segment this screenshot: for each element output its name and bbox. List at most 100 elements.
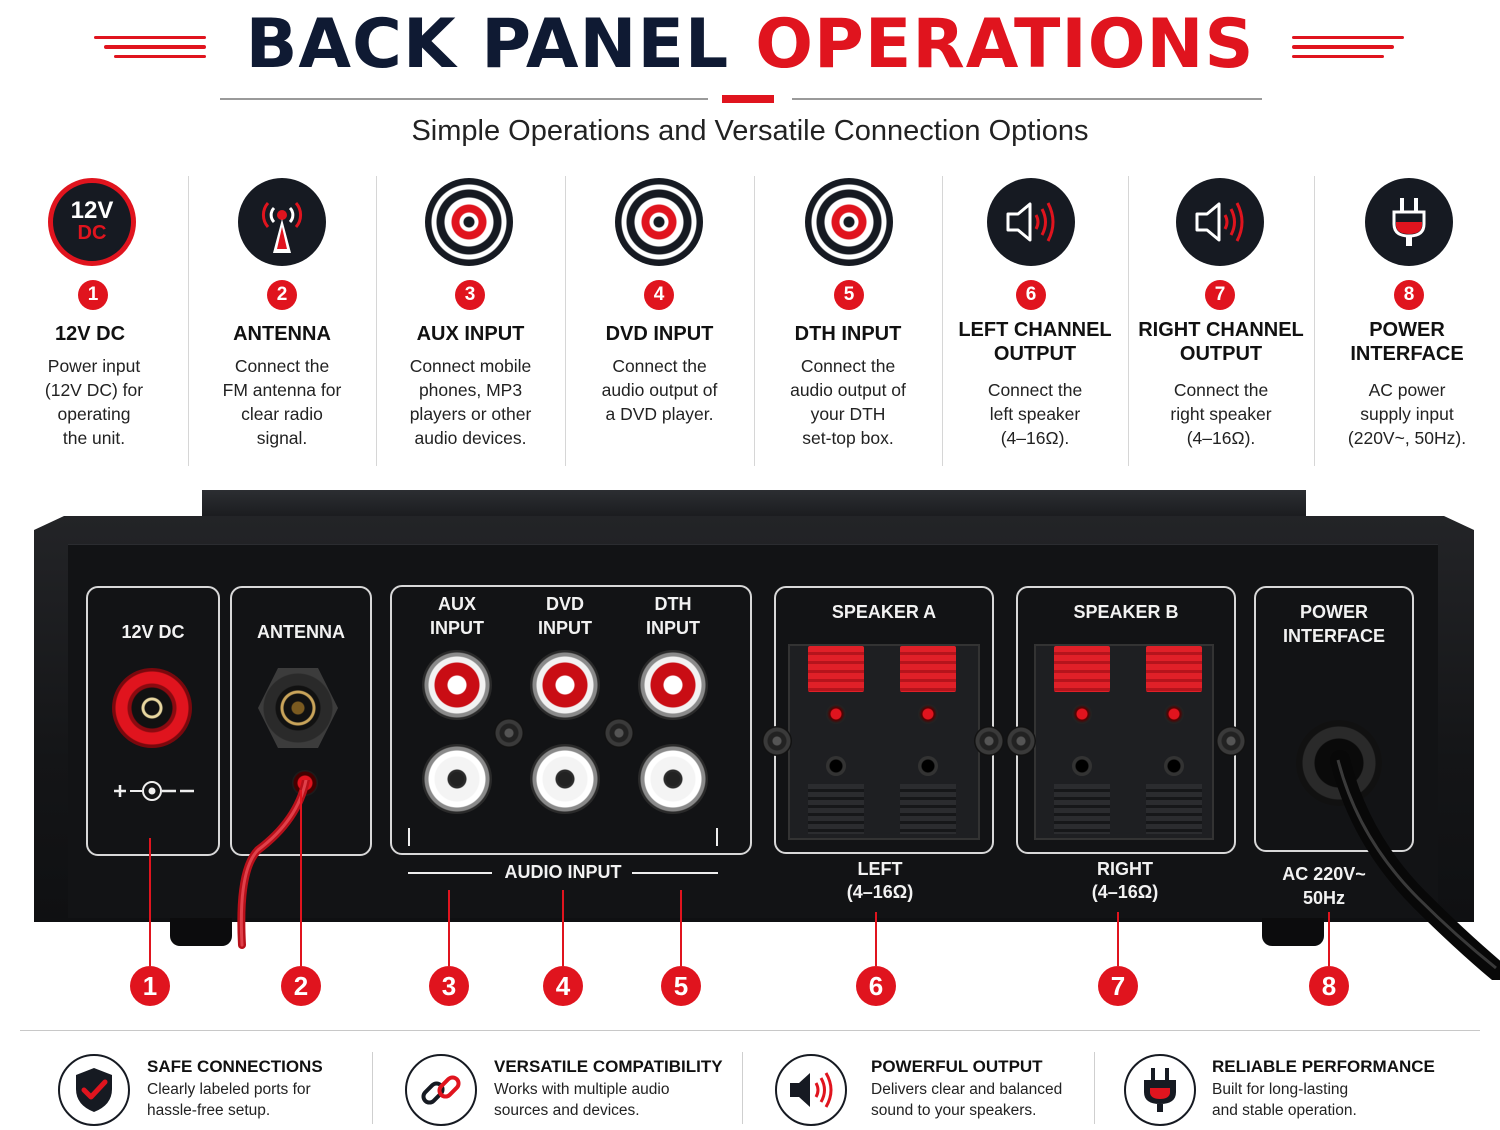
aux-rca-jack-white[interactable]: [422, 744, 492, 814]
speaker-a-clip-black[interactable]: [900, 784, 956, 834]
speaker-a-hole-red: [826, 704, 846, 724]
title-rule-right: [792, 98, 1262, 100]
feature-number: 2: [267, 280, 297, 310]
callout-number: 8: [1309, 966, 1349, 1006]
speaker-a-hole-red: [918, 704, 938, 724]
device-foot: [1262, 918, 1324, 946]
antenna-jack[interactable]: [258, 668, 338, 748]
speaker-a-hole-black: [826, 756, 846, 776]
icon-text: DC: [77, 222, 107, 244]
panel-screw: [494, 718, 524, 748]
footer-rule: [20, 1030, 1480, 1031]
speaker-a-clip-red[interactable]: [900, 646, 956, 692]
right-speaker-label: RIGHT(4–16Ω): [1091, 859, 1159, 902]
speaker-b-clip-black[interactable]: [1146, 784, 1202, 834]
feature-number: 8: [1394, 280, 1424, 310]
panel-screw: [1216, 726, 1246, 756]
link-icon: [405, 1054, 477, 1126]
page-subtitle: Simple Operations and Versatile Connecti…: [411, 115, 1089, 147]
decor-stripe: [1292, 55, 1384, 58]
title-rule-left: [220, 98, 708, 100]
speaker-a-label: SPEAKER A: [831, 602, 937, 622]
feature-number: 1: [78, 280, 108, 310]
callout-leader: [300, 790, 302, 966]
callout-number: 5: [661, 966, 701, 1006]
feature-title: AUX INPUT: [416, 323, 525, 345]
speaker-a-clip-red[interactable]: [808, 646, 864, 692]
column-divider: [376, 176, 377, 466]
left-speaker-label: LEFT(4–16Ω): [846, 859, 914, 902]
antenna-port-label: ANTENNA: [257, 622, 345, 642]
speaker-b-hole-black: [1164, 756, 1184, 776]
rca-jack-icon: [425, 178, 513, 266]
power-plug-icon: [1124, 1054, 1196, 1126]
title-part-2: OPERATIONS: [755, 5, 1255, 84]
power-interface-panel: [1254, 586, 1414, 852]
dc-port-label: 12V DC: [121, 622, 185, 642]
antenna-icon: [238, 178, 326, 266]
audio-input-panel: [390, 585, 752, 855]
column-divider: [942, 176, 943, 466]
callout-number: 1: [130, 966, 170, 1006]
footer-divider: [1094, 1052, 1095, 1124]
speaker-b-hole-red: [1164, 704, 1184, 724]
decor-stripe: [1292, 45, 1394, 49]
dvd-rca-jack-red[interactable]: [530, 650, 600, 720]
feature-number: 6: [1016, 280, 1046, 310]
speaker-a-clip-black[interactable]: [808, 784, 864, 834]
speaker-icon: [1176, 178, 1264, 266]
decor-stripe: [1292, 36, 1404, 39]
column-divider: [754, 176, 755, 466]
callout-leader: [1117, 912, 1119, 966]
icon-text: 12V: [70, 197, 114, 224]
callout-leader: [448, 890, 450, 966]
footer-divider: [372, 1052, 373, 1124]
callout-number: 6: [856, 966, 896, 1006]
dvd-rca-jack-white[interactable]: [530, 744, 600, 814]
column-divider: [1128, 176, 1129, 466]
feature-number: 5: [834, 280, 864, 310]
feature-title: ANTENNA: [233, 323, 331, 345]
dth-rca-jack-red[interactable]: [638, 650, 708, 720]
device-foot: [170, 918, 232, 946]
feature-number: 7: [1205, 280, 1235, 310]
speaker-b-clip-red[interactable]: [1054, 646, 1110, 692]
column-divider: [188, 176, 189, 466]
aux-rca-jack-red[interactable]: [422, 650, 492, 720]
callout-leader: [1328, 912, 1330, 966]
panel-screw: [604, 718, 634, 748]
speaker-b-clip-red[interactable]: [1146, 646, 1202, 692]
column-divider: [1314, 176, 1315, 466]
dc-power-jack[interactable]: [112, 668, 192, 748]
12v-dc-icon: 12V DC: [48, 178, 136, 266]
benefit-title: RELIABLE PERFORMANCE: [1212, 1057, 1435, 1076]
dth-rca-jack-white[interactable]: [638, 744, 708, 814]
feature-number: 3: [455, 280, 485, 310]
panel-screw: [974, 726, 1004, 756]
ac-rating-label: AC 220V~50Hz: [1282, 864, 1366, 908]
speaker-b-clip-black[interactable]: [1054, 784, 1110, 834]
callout-leader: [680, 890, 682, 966]
speaker-b-label: SPEAKER B: [1073, 602, 1179, 622]
antenna-wire: [237, 780, 310, 949]
